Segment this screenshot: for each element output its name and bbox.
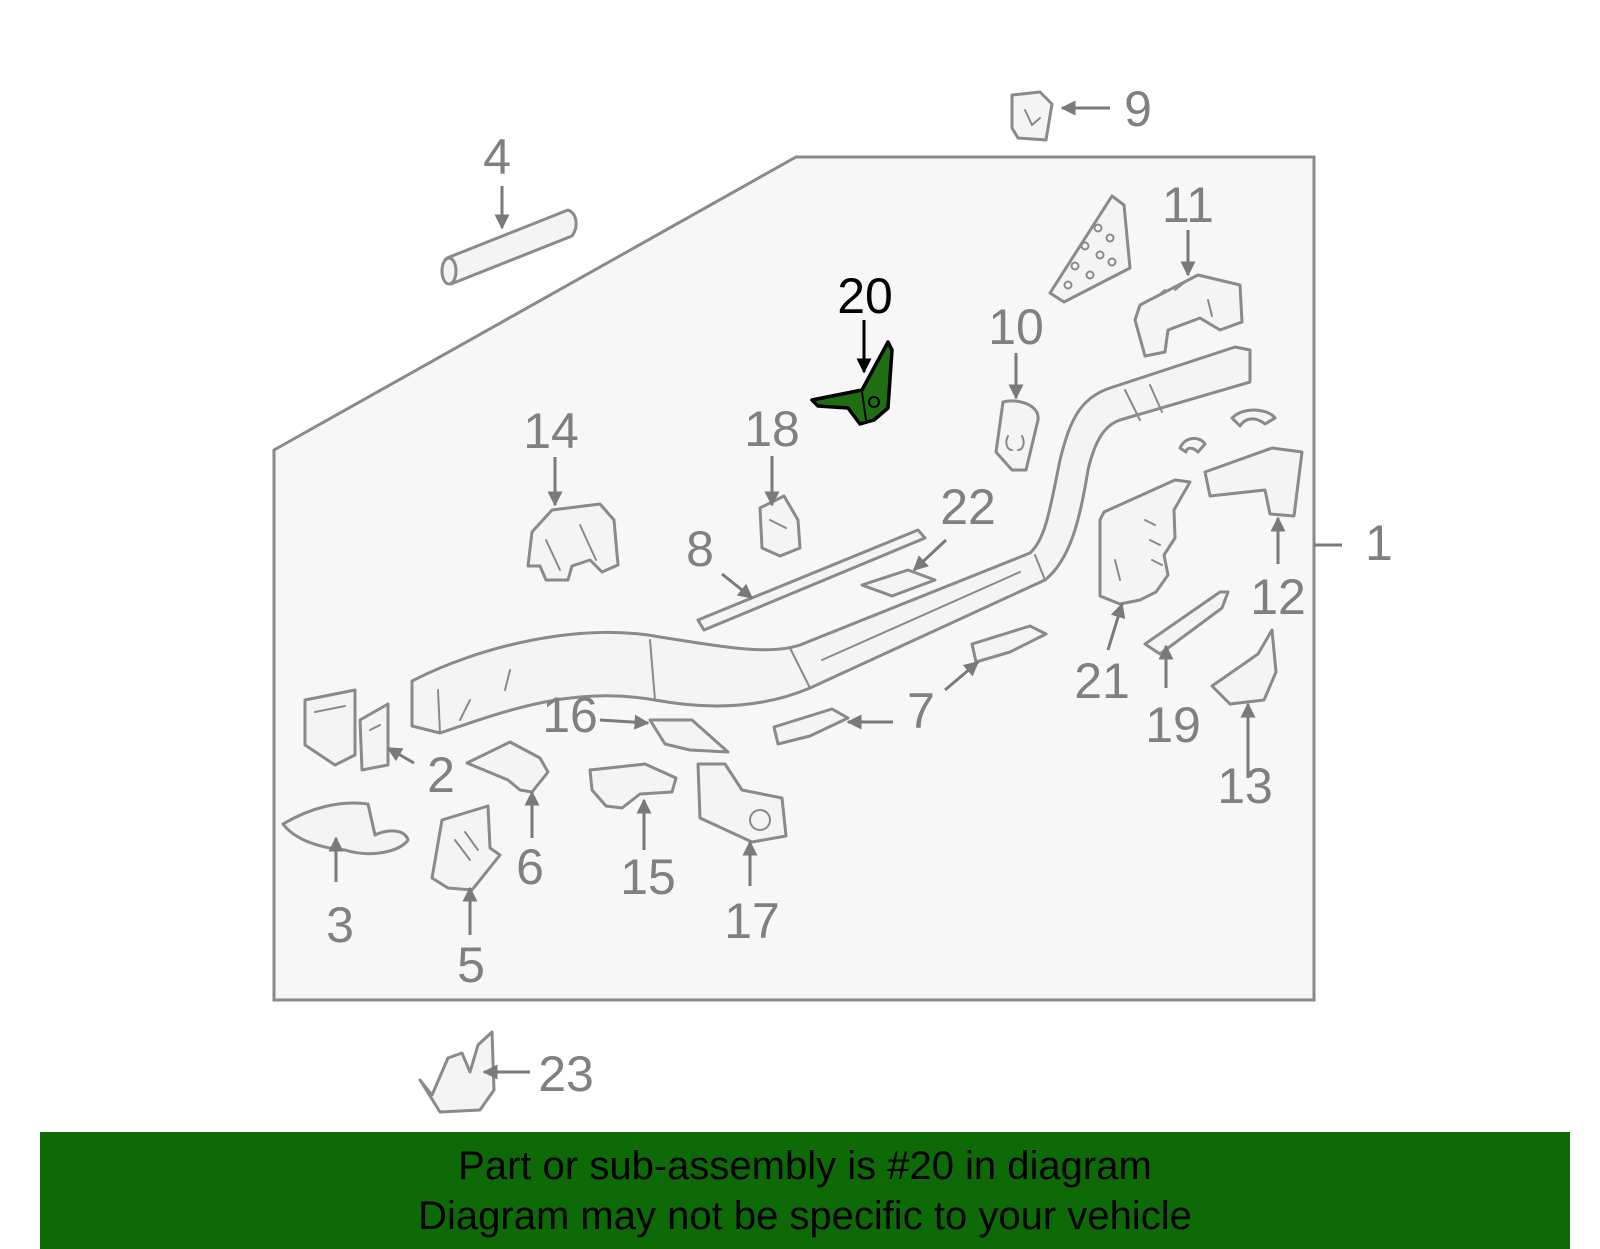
part-16-plate[interactable] — [648, 718, 730, 754]
part-6-bracket[interactable] — [465, 740, 550, 794]
callout-18: 18 — [744, 401, 800, 457]
callout-13: 13 — [1217, 758, 1273, 814]
gusset-plate[interactable] — [1048, 194, 1132, 304]
callout-3: 3 — [326, 897, 354, 953]
part-21-bracket[interactable] — [1098, 478, 1192, 606]
banner-line-1: Part or sub-assembly is #20 in diagram — [458, 1143, 1152, 1188]
part-2-bracket[interactable] — [303, 688, 390, 772]
callout-7: 7 — [907, 683, 935, 739]
part-11-bracket[interactable] — [1133, 273, 1244, 358]
callout-20: 20 — [837, 268, 893, 324]
part-17-bracket[interactable] — [696, 762, 788, 844]
callout-19: 19 — [1145, 697, 1201, 753]
part-15-bracket[interactable] — [588, 762, 678, 810]
part-22-patch-plate[interactable] — [860, 568, 937, 598]
callout-4: 4 — [483, 129, 511, 185]
part-14-mount[interactable] — [526, 502, 620, 582]
callout-5: 5 — [457, 937, 485, 993]
part-7-reinforcement[interactable] — [772, 624, 1048, 746]
callout-2: 2 — [427, 747, 455, 803]
part-13-bracket[interactable] — [1210, 628, 1278, 706]
part-5-bracket[interactable] — [430, 804, 502, 892]
callout-6: 6 — [516, 839, 544, 895]
callout-16: 16 — [542, 687, 598, 743]
part-23-bracket[interactable] — [418, 1030, 496, 1114]
part-1-frame-rail[interactable] — [410, 345, 1252, 735]
part-19-strip[interactable] — [1143, 590, 1230, 656]
callout-23: 23 — [538, 1046, 594, 1102]
part-3-bracket[interactable] — [281, 801, 410, 856]
callout-1: 1 — [1365, 515, 1393, 571]
info-banner: Part or sub-assembly is #20 in diagram D… — [40, 1132, 1570, 1249]
callout-12: 12 — [1250, 569, 1306, 625]
callout-14: 14 — [523, 403, 579, 459]
part-20-highlighted-bracket[interactable] — [810, 340, 894, 426]
callout-9: 9 — [1124, 81, 1152, 137]
callout-15: 15 — [620, 849, 676, 905]
part-18-bracket[interactable] — [758, 494, 802, 558]
callout-8: 8 — [686, 521, 714, 577]
callout-10: 10 — [988, 299, 1044, 355]
part-4-crossmember-tube[interactable] — [440, 208, 578, 286]
callout-22: 22 — [940, 479, 996, 535]
leader-lines — [328, 100, 1342, 1080]
part-9-clip[interactable] — [1010, 90, 1054, 142]
part-8-strip[interactable] — [696, 528, 927, 632]
part-10-bracket[interactable] — [994, 399, 1040, 472]
callout-17: 17 — [724, 893, 780, 949]
callout-labels: 1 2 3 4 5 6 7 8 9 10 11 12 13 14 15 16 1… — [326, 81, 1393, 1102]
callout-11: 11 — [1162, 177, 1214, 233]
callout-21: 21 — [1074, 653, 1130, 709]
part-12-bracket[interactable] — [1178, 408, 1304, 518]
banner-line-2: Diagram may not be specific to your vehi… — [418, 1193, 1192, 1238]
